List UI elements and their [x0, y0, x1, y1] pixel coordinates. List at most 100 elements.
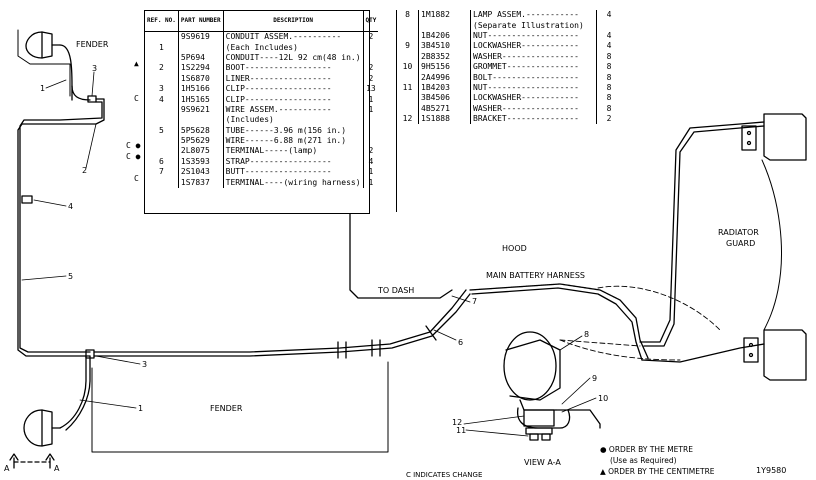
right-table-cell-desc: LOCKWASHER------------: [470, 41, 597, 52]
wire-lamp-bottom: [59, 355, 87, 429]
leader-5: [21, 275, 67, 281]
right-table-cell-qty: 8: [606, 93, 612, 103]
figure-number: 1Y9580: [756, 466, 787, 475]
note-centimetre: ▲ ORDER BY THE CENTIMETRE: [600, 467, 715, 476]
right-table-cell-ref: [397, 51, 419, 62]
leader-3-bottom: [95, 355, 141, 365]
left-table-cell-desc: STRAP-----------------: [223, 156, 364, 168]
left-table-cell-desc: CONDUIT----12L 92 cm(48 in.): [223, 52, 364, 64]
left-table-cell-part: 5P694: [178, 52, 224, 64]
left-table-cell-ref: 4: [145, 94, 179, 105]
right-table-cell-part: 3B4506: [418, 93, 471, 104]
left-table-cell-qty: [363, 126, 378, 136]
right-table-cell-desc: WASHER----------------: [470, 51, 597, 62]
section-a-arrow-right: [45, 453, 55, 469]
left-table-cell-ref: 3: [145, 83, 179, 95]
note-metre: ● ORDER BY THE METRE: [600, 445, 693, 454]
label-radiator: RADIATOR: [718, 228, 759, 237]
leader-11: [465, 429, 529, 437]
mark-change-6: C: [134, 174, 139, 183]
conduit-top: [17, 98, 105, 357]
right-table-cell-desc: LAMP ASSEM.-----------: [470, 10, 597, 21]
left-table-cell-qty: [363, 136, 378, 146]
left-table-cell-ref: 6: [145, 156, 179, 168]
lamp-view-aa: [503, 331, 571, 441]
left-table-cell-qty: 2: [368, 32, 374, 42]
label-section-a-right: A: [54, 464, 60, 473]
left-table-cell-qty: 1: [368, 177, 374, 187]
right-table-cell-part: 1S1888: [418, 113, 471, 125]
left-table-cell-part: 9S9621: [178, 104, 224, 116]
left-table-cell-ref: [145, 31, 179, 43]
label-guard: GUARD: [726, 239, 756, 248]
left-table-cell-qty: 1: [368, 94, 374, 104]
header-ref: REF. NO.: [145, 11, 179, 32]
label-c-indicates-change: C INDICATES CHANGE: [406, 471, 483, 479]
right-table-cell-ref: [397, 72, 419, 83]
left-table-cell-desc: TERMINAL-----(lamp): [223, 146, 364, 157]
radiator-guard-outline: [761, 159, 782, 331]
right-table-cell-desc: (Separate Illustration): [470, 20, 597, 31]
left-table-cell-qty: 2: [368, 63, 374, 73]
mark-change-3: C: [134, 94, 139, 103]
fender-top-outline: [17, 29, 71, 97]
right-table-cell-ref: [397, 103, 419, 114]
note-metre-sub: (Use as Required): [610, 456, 677, 465]
left-table-cell-part: [178, 42, 224, 53]
callout-5: 5: [68, 272, 74, 281]
right-table-cell-part: 1M1882: [418, 10, 471, 21]
right-table-cell-part: 1B4203: [418, 82, 471, 94]
label-to-dash: TO DASH: [378, 286, 415, 295]
callout-11: 11: [456, 426, 467, 435]
right-table-row: (Separate Illustration): [397, 20, 621, 31]
left-table-cell-qty: 2: [368, 73, 374, 83]
mark-change-metre-5b: C ●: [126, 152, 141, 161]
clip-top: [87, 95, 97, 103]
left-table-cell-part: 2S1043: [178, 167, 224, 178]
callout-12: 12: [452, 418, 463, 427]
right-table-cell-ref: 12: [397, 113, 419, 125]
left-table-cell-part: 5P5629: [178, 135, 224, 147]
callout-7: 7: [472, 297, 478, 306]
right-table-cell-part: 9H5156: [418, 61, 471, 73]
hood-outline: [559, 285, 721, 347]
parts-table-left: REF. NO. PART NUMBER DESCRIPTION QTY 9S9…: [144, 10, 379, 214]
callout-4: 4: [68, 202, 74, 211]
right-table-cell-part: 2A4996: [418, 72, 471, 83]
fender-bottom-outline: [91, 361, 389, 453]
label-fender-bottom: FENDER: [210, 404, 243, 413]
left-table-cell-part: 9S9619: [178, 31, 224, 43]
label-main-battery-harness: MAIN BATTERY HARNESS: [486, 271, 586, 280]
left-table-cell-qty: 2: [368, 146, 374, 156]
left-table-cell-part: 1H5166: [178, 83, 224, 95]
left-table-cell-desc: TERMINAL----(wiring harness): [223, 177, 364, 188]
right-table-cell-desc: BRACKET---------------: [470, 113, 597, 125]
right-table-cell-desc: NUT-------------------: [470, 30, 597, 42]
right-table-cell-desc: LOCKWASHER------------: [470, 93, 597, 104]
callout-3-bottom: 3: [142, 360, 148, 369]
left-table-cell-part: [178, 115, 224, 126]
left-table-cell-ref: [145, 146, 179, 157]
left-table-cell-part: 1S2294: [178, 63, 224, 74]
main-battery-harness: [469, 283, 649, 359]
left-table-cell-ref: [145, 115, 179, 126]
right-table-cell-part: 3B4510: [418, 41, 471, 52]
right-table-cell-qty: 8: [606, 82, 612, 92]
left-table-cell-desc: CLIP------------------: [223, 94, 364, 105]
right-table-cell-part: 4B5271: [418, 103, 471, 114]
right-table-cell-ref: 11: [397, 82, 419, 94]
right-table-cell-ref: [397, 20, 419, 31]
left-table-row: 1(Each Includes): [145, 42, 378, 53]
left-table-cell-ref: 1: [145, 42, 179, 53]
